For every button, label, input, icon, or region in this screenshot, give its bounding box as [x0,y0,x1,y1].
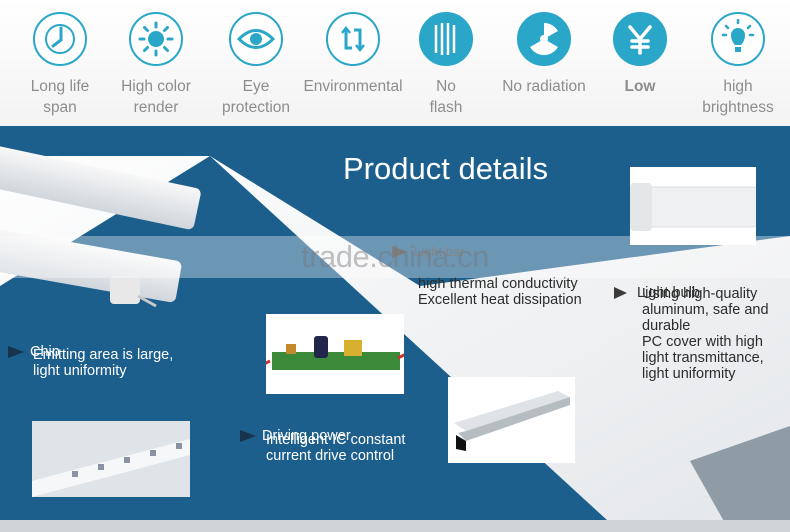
tube-image-left [0,144,201,308]
yen-icon [613,12,667,66]
feature-label: Eye protection [221,78,291,116]
feature-high-color-render: High color render [108,12,204,118]
product-details-panel: Product details Light bar high thermal c… [0,126,790,532]
driving-power-photo [266,314,404,394]
feature-eye-protection: Eye protection [208,12,304,118]
feature-label: Environmental [303,78,403,95]
watermark-text: trade.china.cn [301,239,489,274]
chip-heading: Chip [30,344,60,360]
feature-label: No flash [429,78,463,116]
feature-long-life: Long life span [12,12,108,118]
chip-photo [32,421,190,497]
arrow-icon [614,287,627,299]
chip-callout: Chip [8,328,60,360]
aluminum-profile-photo [448,377,575,463]
feature-label: Low [624,78,656,95]
feature-no-flash: No flash [398,12,494,118]
driving-power-callout: Driving power [240,412,351,444]
feature-high-brightness: high brightness [690,12,786,118]
feature-label: No radiation [502,78,586,95]
radiation-icon [517,12,571,66]
feature-label: high brightness [702,78,774,116]
bulb-icon [711,12,765,66]
light-bar-callout: Light bar [392,228,465,260]
driving-power-text: Intelligent IC constant current drive co… [266,432,406,464]
arrow-icon [392,246,408,258]
driving-power-heading: Driving power [262,428,351,444]
tube-end-photo [630,167,756,245]
eye-icon [229,12,283,66]
sun-icon [129,12,183,66]
feature-low: Low [592,12,688,97]
arrow-icon [240,430,256,442]
product-details-title: Product details [335,147,585,195]
feature-label: High color render [121,78,191,116]
feature-environmental: Environmental [298,12,408,97]
clock-icon [33,12,87,66]
feature-strip: Long life span High color render Eye pro… [0,0,790,126]
vertical-lines-icon [419,12,473,66]
light-bulb-callout: Light bulb [614,269,700,301]
recycle-icon [326,12,380,66]
arrow-icon [8,346,24,358]
light-bar-text: high thermal conductivity Excellent heat… [418,276,582,308]
feature-label: Long life span [30,78,90,116]
feature-no-radiation: No radiation [494,12,594,97]
chip-text: Emitting area is large, light uniformity [33,347,174,379]
light-bar-heading: Light bar [414,244,465,259]
light-bulb-heading: Light bulb [637,285,700,301]
watermark-band: trade.china.cn [0,236,790,278]
light-bulb-text: Using high-quality aluminum, safe and du… [642,286,769,382]
